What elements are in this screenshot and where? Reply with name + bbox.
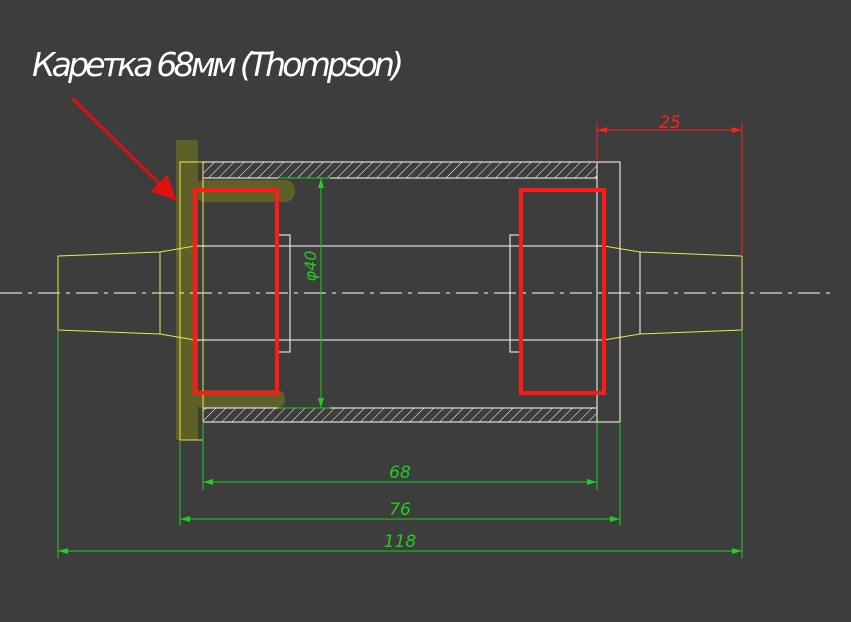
pointer-arrow xyxy=(70,96,178,202)
dimension-68-label: 68 xyxy=(389,463,411,483)
bearing-right xyxy=(519,188,606,395)
dimension-lines xyxy=(57,177,743,558)
shaft xyxy=(195,234,604,353)
bearing-left xyxy=(193,188,279,395)
dimension-118-label: 118 xyxy=(384,532,417,552)
dimension-25 xyxy=(596,122,743,256)
shaft-ends xyxy=(57,245,743,341)
dimension-76-label: 76 xyxy=(389,500,411,520)
dimension-25-label: 25 xyxy=(659,113,681,133)
flange xyxy=(179,161,204,441)
annotation-title: Каретка 68мм (Thompson) xyxy=(32,45,404,84)
dimension-phi40-label: φ40 xyxy=(301,251,320,282)
